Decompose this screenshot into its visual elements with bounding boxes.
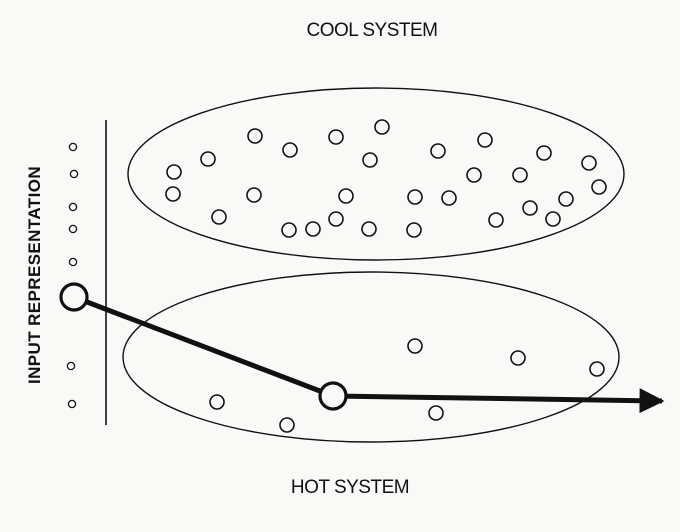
cool-unit xyxy=(362,152,378,168)
input-unit xyxy=(68,202,78,212)
cool-unit xyxy=(246,187,262,203)
hot-system-units xyxy=(209,338,605,433)
input-unit xyxy=(68,224,78,234)
cool-unit xyxy=(407,189,423,205)
input-units xyxy=(66,142,79,409)
cool-unit xyxy=(430,143,446,159)
cool-system-title: COOL SYSTEM xyxy=(306,20,438,41)
cool-unit xyxy=(441,190,457,206)
cool-unit xyxy=(328,129,344,145)
hot-unit xyxy=(407,338,423,354)
cool-unit xyxy=(488,212,504,228)
cool-unit xyxy=(374,119,390,135)
cool-unit xyxy=(581,155,597,171)
hot-system-ellipse xyxy=(122,271,620,443)
cool-unit xyxy=(536,145,552,161)
input-unit xyxy=(68,257,78,267)
input-unit xyxy=(69,169,79,179)
cool-unit xyxy=(522,200,538,216)
output-arrow xyxy=(332,388,665,414)
cool-unit xyxy=(558,191,574,207)
cool-unit xyxy=(305,221,321,237)
cool-unit xyxy=(591,179,607,195)
cool-unit xyxy=(466,167,482,183)
hot-unit xyxy=(589,361,605,377)
cool-system-ellipse xyxy=(127,87,625,261)
cool-unit xyxy=(281,222,297,238)
active-input-unit xyxy=(59,282,89,312)
cool-unit xyxy=(361,221,377,237)
cool-unit xyxy=(282,142,298,158)
hot-unit xyxy=(279,417,295,433)
cool-unit xyxy=(338,188,354,204)
cool-unit xyxy=(166,164,182,180)
hot-unit xyxy=(510,350,526,366)
input-unit xyxy=(67,399,77,409)
active-hot-unit xyxy=(318,381,348,411)
cool-unit xyxy=(200,151,216,167)
cool-unit xyxy=(406,222,422,238)
cool-unit xyxy=(545,211,561,227)
cool-unit xyxy=(211,209,227,225)
cool-unit xyxy=(512,167,528,183)
hot-system-title: HOT SYSTEM xyxy=(290,477,410,498)
input-unit xyxy=(68,142,78,152)
cool-unit xyxy=(477,132,493,148)
hot-unit xyxy=(209,394,225,410)
cool-unit xyxy=(328,211,344,227)
input-unit xyxy=(66,361,76,371)
hot-unit xyxy=(428,405,444,421)
cool-unit xyxy=(247,128,263,144)
cool-unit xyxy=(165,186,181,202)
trajectory-line xyxy=(71,294,336,399)
cool-system-units xyxy=(165,119,607,238)
